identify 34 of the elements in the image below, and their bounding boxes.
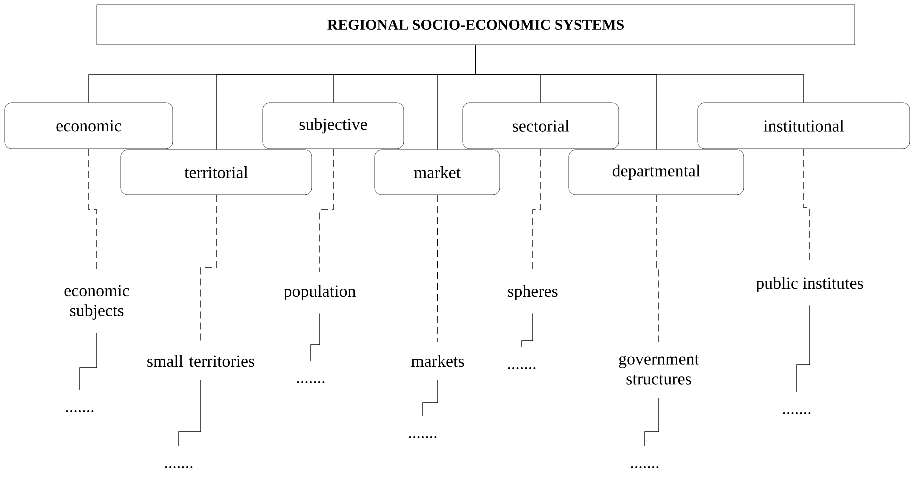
step-line [422,380,438,416]
item-label: spheres [508,285,558,301]
category-box: economic [4,102,174,150]
step-line [796,305,810,392]
dashed-connector [437,194,438,342]
item-label: government structures [619,355,700,385]
step-line [310,313,320,362]
item-label: economic subjects [64,285,130,320]
title-box: REGIONAL SOCIO-ECONOMIC SYSTEMS [96,4,856,46]
category-box: departmental [568,150,744,196]
tree-line [476,44,804,104]
step-line [644,398,660,446]
step-line [80,332,98,390]
ellipsis-text: ....... [783,412,811,414]
ellipsis-text: ....... [409,436,437,438]
ellipsis-text: ....... [66,410,94,412]
ellipsis-text: ....... [631,466,659,468]
item-label: public institutes [756,277,864,293]
category-box: institutional [698,102,910,150]
item-label: population [284,285,356,301]
step-line [522,313,534,348]
category-box: sectorial [462,102,620,150]
dashed-connector [656,194,660,342]
ellipsis-text: ....... [165,466,193,468]
item-label: markets [412,355,464,368]
step-line [178,380,202,446]
dashed-connector [200,194,217,342]
category-box: territorial [120,150,312,196]
ellipsis-text: ....... [297,381,325,384]
dashed-connector [320,148,334,272]
category-box: market [374,150,500,196]
ellipsis-text: ....... [508,367,536,370]
category-box: subjective [262,102,404,150]
item-label: small territories [148,355,254,368]
